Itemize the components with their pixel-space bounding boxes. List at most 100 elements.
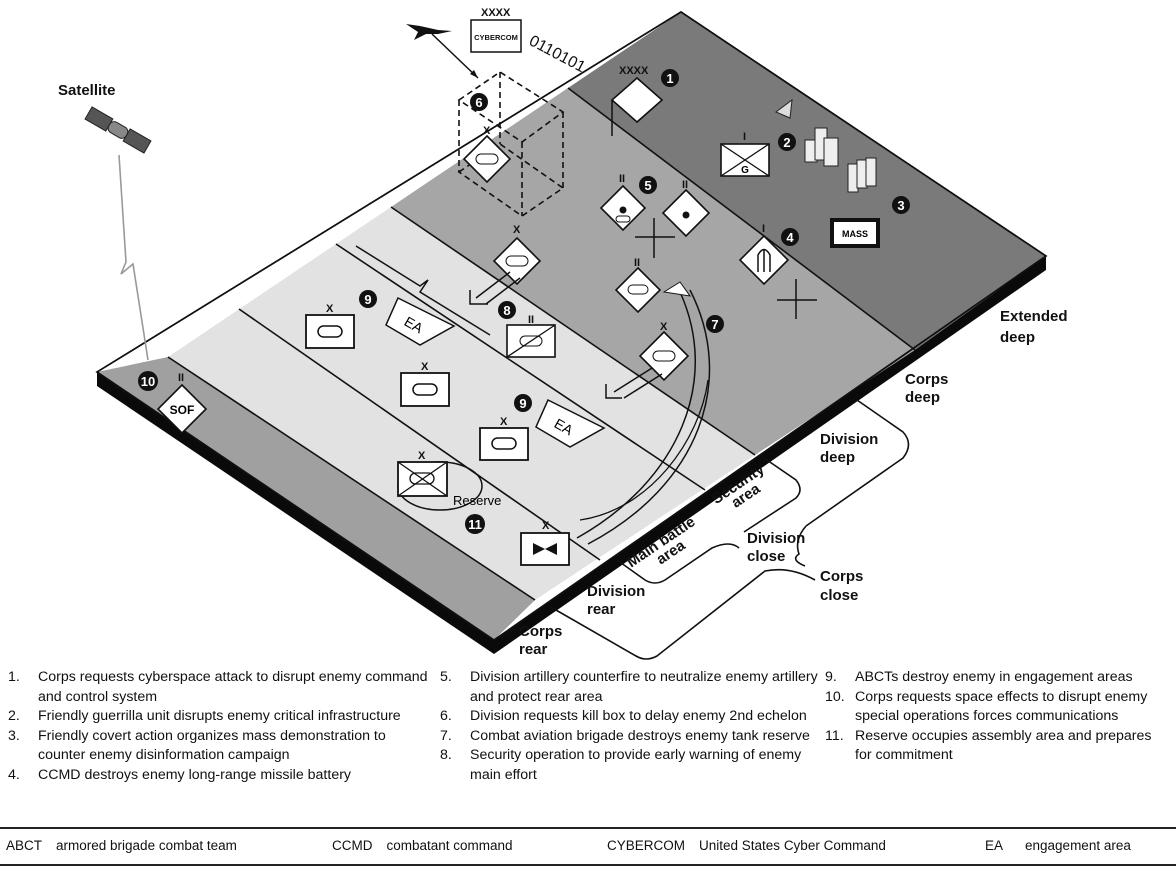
note-text: ABCTs destroy enemy in engagement areas [855, 669, 1133, 685]
note-text: Corps requests cyberspace attack to disr… [38, 669, 428, 705]
rocket-echelon: II [682, 179, 688, 191]
aviation-arc-inner [587, 289, 711, 545]
callout-4: 4 [781, 228, 799, 246]
artillery-echelon: II [619, 173, 625, 185]
note-item: 1. Corps requests cyberspace attack to di… [8, 668, 428, 707]
cyber-binary-stream: 0110101 [526, 33, 588, 77]
reserve-echelon: X [418, 450, 426, 462]
arrowhead [662, 281, 692, 297]
cybercom-label: CYBERCOM [474, 33, 518, 42]
glossary-abbr: CYBERCOM [607, 838, 686, 853]
callout-9a: 9 [359, 290, 377, 308]
symbol-cross [397, 461, 448, 497]
label-division-rear-2: rear [587, 601, 616, 618]
abct-echelon: X [421, 361, 429, 373]
svg-text:10: 10 [141, 374, 155, 389]
abct-symbol-1 [305, 314, 355, 349]
mass-inner [834, 222, 876, 244]
abct-symbol-2 [400, 372, 450, 407]
glossary-definition: armored brigade combat team [56, 838, 237, 853]
note-item: 6. Division requests kill box to delay en… [440, 707, 820, 727]
abct-echelon: X [500, 416, 508, 428]
label-division-close-1: Division [747, 530, 805, 547]
note-item: 11. Reserve occupies assembly area and pr… [825, 727, 1165, 766]
armor-glyph [627, 284, 649, 295]
tank-reserve-echelon: II [634, 257, 640, 269]
zone-corps-rear [97, 357, 535, 640]
note-number: 5. [440, 669, 452, 685]
abct-echelon: X [326, 303, 334, 315]
satellite-icon [84, 106, 152, 154]
note-text: Division requests kill box to delay enem… [470, 708, 807, 724]
numbered-notes: 1. Corps requests cyberspace attack to di… [0, 668, 1176, 824]
plate-edge-right [494, 256, 1046, 654]
glossary-abbr: ABCT [6, 838, 43, 853]
scout-echelon: II [528, 314, 534, 326]
missile-glyph [757, 248, 771, 272]
operational-framework-diagram: Satellite XXXX CYBERCOM 0110101 XXXX I G… [58, 7, 1068, 660]
aviation-attack-arrow [576, 291, 696, 539]
callout-6: 6 [470, 93, 488, 111]
note-number: 3. [8, 727, 20, 744]
armor-glyph [505, 255, 529, 267]
label-corps-rear-2: rear [519, 641, 548, 658]
note-number: 10. [825, 688, 845, 705]
zone-division-area [168, 207, 755, 600]
cybercom-echelon: XXXX [481, 7, 511, 19]
note-number: 1. [8, 669, 20, 685]
enemy-sof-symbol [156, 383, 208, 435]
note-item: 3. Friendly covert action organizes mass … [8, 727, 428, 766]
glossary-definition: United States Cyber Command [699, 838, 886, 853]
dot [619, 206, 627, 214]
dot [682, 211, 690, 219]
label-division-deep-2: deep [820, 449, 855, 466]
note-text: CCMD destroys enemy long-range missile b… [38, 766, 352, 783]
security-unit-echelon: X [513, 224, 521, 236]
callout-8: 8 [498, 301, 516, 319]
note-text: Friendly covert action organizes mass de… [38, 727, 386, 764]
label-corps-deep-1: Corps [905, 371, 948, 388]
note-text: Corps requests space effects to disrupt … [855, 688, 1148, 725]
glossary-abbr: CCMD [332, 838, 373, 853]
symbol-cross [720, 143, 770, 177]
note-item: 9.ABCTs destroy enemy in engagement area… [825, 668, 1165, 688]
note-number: 11. [825, 727, 844, 744]
mass-label: MASS [842, 229, 868, 239]
reserve-commit-arc [579, 379, 709, 521]
missile-echelon: I [762, 223, 765, 235]
callout-5: 5 [639, 176, 657, 194]
svg-text:5: 5 [644, 178, 651, 193]
notes-column-2: 5. Division artillery counterfire to neut… [440, 668, 820, 785]
armor-glyph [652, 350, 676, 362]
armor-glyph [412, 383, 438, 396]
note-text: Security operation to provide early warn… [470, 747, 802, 783]
label-corps-close-1: Corps [820, 568, 863, 585]
armor-glyph [409, 472, 435, 485]
engagement-area-1 [385, 296, 456, 346]
guerrilla-echelon: I [743, 131, 746, 143]
svg-text:4: 4 [786, 230, 794, 245]
label-corps-close-2: close [820, 587, 858, 604]
glossary-abbr: EA [985, 838, 1004, 853]
svg-text:7: 7 [711, 317, 718, 332]
note-item: 5. Division artillery counterfire to neut… [440, 668, 820, 707]
zone-corps-deep [391, 88, 915, 455]
satellite-dish-icon [775, 98, 793, 119]
svg-text:9: 9 [364, 292, 371, 307]
callout-2: 2 [778, 133, 796, 151]
note-text: Combat aviation brigade destroys enemy t… [470, 727, 810, 744]
satellite-label: Satellite [58, 82, 116, 99]
sof-label: SOF [170, 403, 195, 417]
note-item: 7. Combat aviation brigade destroys enemy… [440, 727, 820, 747]
note-number: 7. [440, 727, 452, 744]
glossary-item: ABCT armored brigade combat team [6, 838, 237, 853]
note-number: 4. [8, 766, 20, 783]
note-item: 8.Security operation to provide early wa… [440, 746, 820, 785]
note-number: 6. [440, 708, 452, 724]
bracket-security [743, 457, 801, 533]
note-text: Division artillery counterfire to neutra… [470, 669, 818, 705]
note-text: Reserve occupies assembly area and prepa… [855, 727, 1152, 764]
note-item: 10. Corps requests space effects to disru… [825, 688, 1165, 727]
callout-11: 11 [465, 514, 485, 534]
